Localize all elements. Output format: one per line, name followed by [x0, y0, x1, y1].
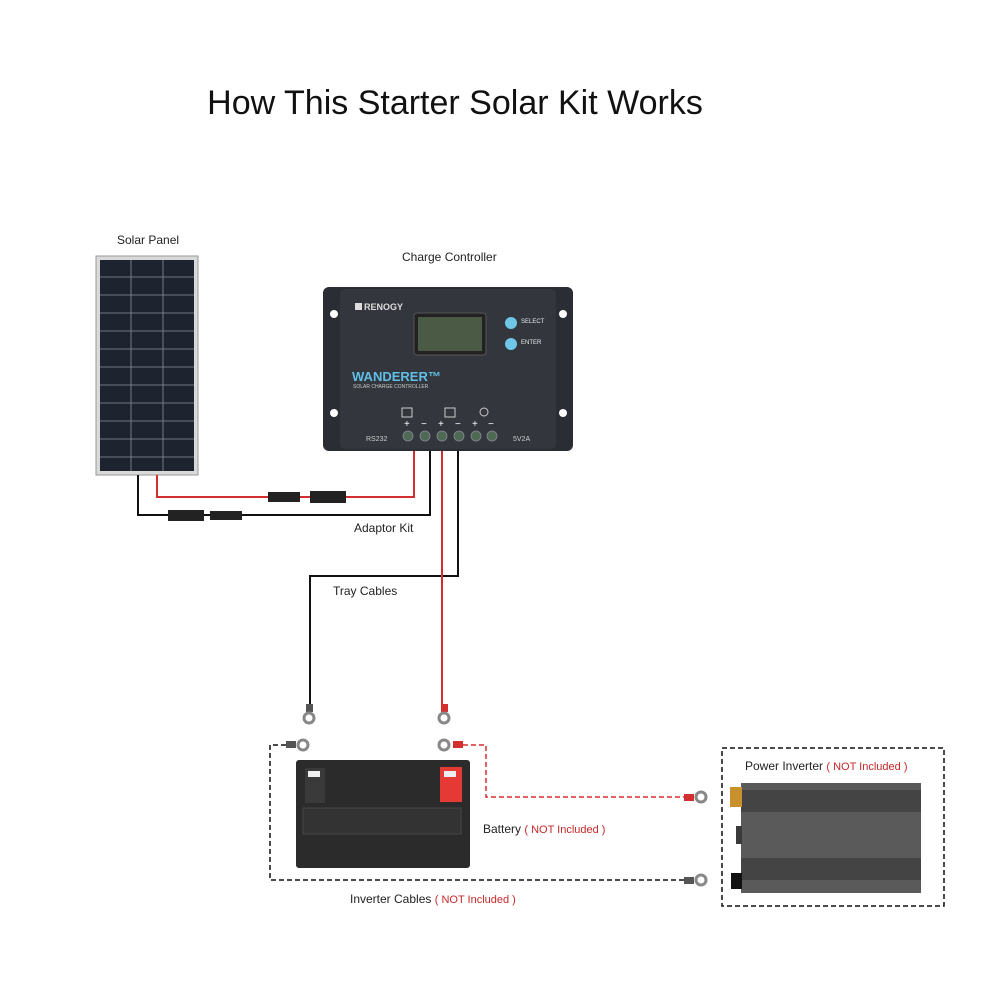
rs232-port-label: RS232 [366, 436, 388, 443]
renogy-logo-icon [355, 303, 362, 310]
terminal-sign: − [421, 419, 427, 430]
inverter-cables [269, 744, 684, 881]
charge-controller [323, 287, 573, 451]
battery-terminal-icon [444, 407, 456, 418]
page-title: How This Starter Solar Kit Works [207, 84, 703, 122]
tray-cables [309, 447, 459, 706]
power-inverter-label: Power Inverter ( NOT Included ) [745, 759, 907, 773]
terminal-sign: − [488, 419, 494, 430]
usb-port-label: 5V2A [513, 436, 531, 443]
solar-panel [95, 255, 199, 476]
terminal-sign: + [472, 419, 478, 430]
controller-brand: RENOGY [364, 302, 404, 312]
battery-label: Battery ( NOT Included ) [483, 822, 605, 836]
controller-model: WANDERER™ [352, 369, 441, 384]
load-terminal-icon [479, 407, 489, 417]
enter-button-icon [505, 338, 517, 350]
select-label: SELECT [521, 319, 545, 325]
inverter-cables-label: Inverter Cables ( NOT Included ) [350, 892, 516, 906]
battery [296, 760, 470, 868]
adaptor-kit-label: Adaptor Kit [354, 521, 414, 535]
charge-controller-label: Charge Controller [402, 250, 497, 264]
power-inverter [730, 783, 921, 893]
inverter-dashed-box [721, 747, 945, 907]
inverter-cables-not-included: ( NOT Included ) [434, 894, 516, 906]
solar-panel-label: Solar Panel [117, 233, 180, 247]
enter-label: ENTER [521, 340, 542, 346]
terminal-sign: + [404, 419, 410, 430]
tray-cables-label: Tray Cables [333, 584, 398, 598]
power-inverter-not-included: ( NOT Included ) [826, 761, 908, 773]
select-button-icon [505, 317, 517, 329]
controller-subtitle: SOLAR CHARGE CONTROLLER [353, 384, 429, 390]
terminal-sign: − [455, 419, 461, 430]
ring-terminals [286, 704, 708, 887]
inverter-cables-name: Inverter Cables [350, 892, 432, 906]
battery-not-included: ( NOT Included ) [524, 824, 606, 836]
power-inverter-name: Power Inverter [745, 759, 824, 773]
terminal-sign: + [438, 419, 444, 430]
panel-terminal-icon [401, 407, 413, 418]
adaptor-kit-wires [137, 447, 431, 521]
battery-name: Battery [483, 822, 522, 836]
